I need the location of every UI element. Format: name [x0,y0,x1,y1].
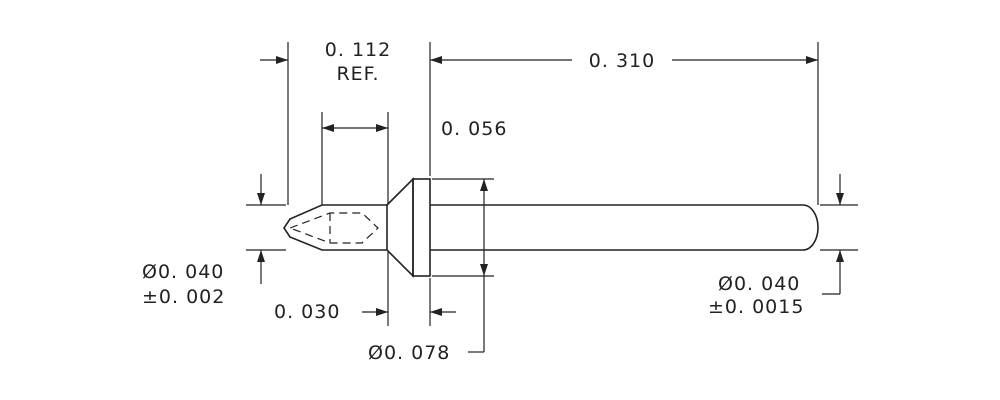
hidden-bore [288,212,379,244]
flange-diameter-value: Ø0. 078 [368,342,450,364]
tip-length-value: 0. 056 [441,118,507,140]
overall-length-value: 0. 310 [589,50,655,72]
pin-part-outline [283,177,819,278]
flange-cone [386,177,414,278]
dim-tip-length [322,124,388,132]
ref-length-value: 0. 112 [325,39,391,61]
ref-note: REF. [336,63,379,85]
dim-pin-diameter [822,174,844,295]
flange-body [412,178,431,277]
dim-tip-diameter [257,174,265,284]
dimension-labels: 0. 112 REF. 0. 310 0. 056 0. 030 Ø0. 040… [142,39,804,364]
pin-diameter-tolerance: ±0. 0015 [708,296,804,318]
tip-diameter-tolerance: ±0. 002 [142,286,225,308]
pin-diameter-value: Ø0. 040 [718,273,800,295]
dim-ref-length [260,56,288,64]
flange-thickness-value: 0. 030 [274,301,340,323]
dim-flange-thickness [362,308,456,316]
shaft-outline [430,204,819,251]
dim-flange-diameter [468,179,488,353]
tip-diameter-value: Ø0. 040 [142,261,224,283]
dim-overall-length [430,56,818,64]
